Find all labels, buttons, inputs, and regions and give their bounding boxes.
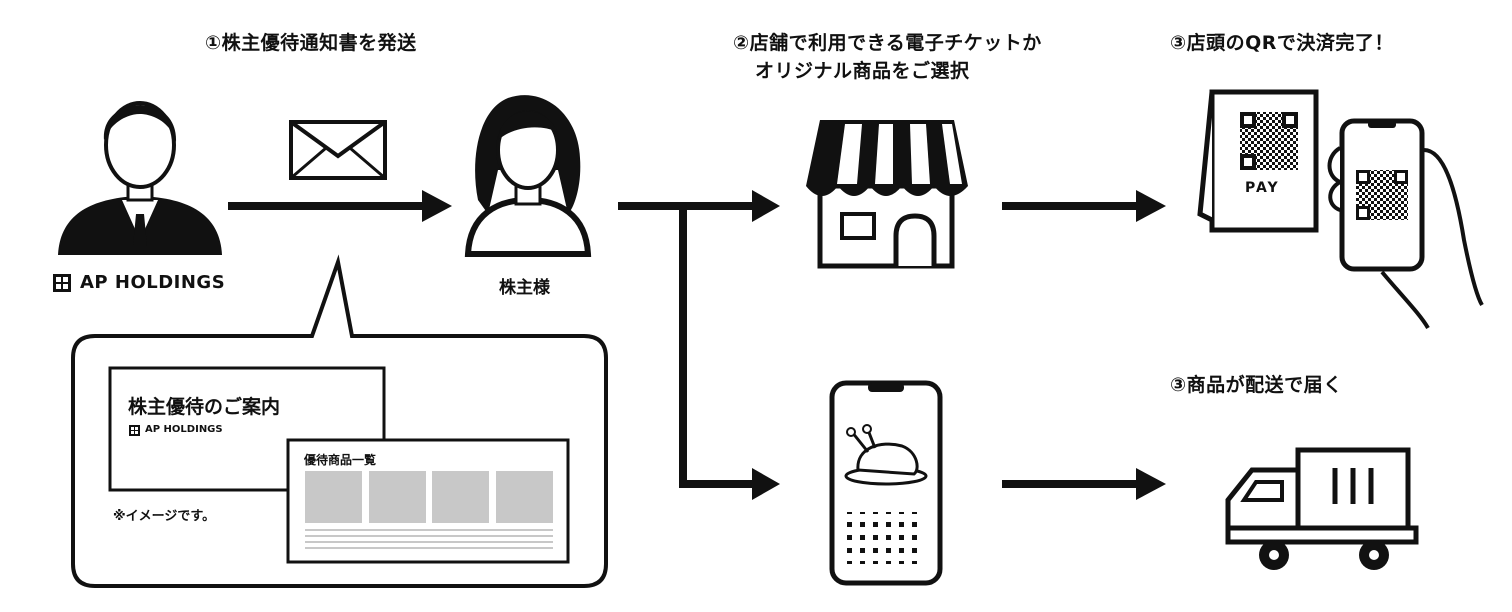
image-note: ※イメージです。 xyxy=(113,509,216,524)
notice-card-brand: AP HOLDINGS xyxy=(145,424,223,435)
pay-label: PAY xyxy=(1245,180,1280,196)
step3-store-label: ③店頭のQRで決済完了！ xyxy=(1170,32,1394,54)
step1-label: ①株主優待通知書を発送 xyxy=(205,32,417,54)
ap-holdings-logo-icon xyxy=(53,274,71,292)
arrow-to-delivery xyxy=(1002,468,1166,500)
notice-card-title: 株主優待のご案内 xyxy=(128,396,281,418)
company-name: AP HOLDINGS xyxy=(80,272,226,293)
qr-pay-stand-icon xyxy=(1197,89,1319,233)
delivery-truck-icon xyxy=(1225,447,1419,570)
step2-label-line2: オリジナル商品をご選択 xyxy=(755,60,970,82)
product-catalog-sheet xyxy=(286,438,570,564)
arrow-to-shareholder xyxy=(228,190,452,222)
arrow-to-qr-payment xyxy=(1002,190,1166,222)
shareholder-woman-icon xyxy=(464,95,592,257)
branch-arrows xyxy=(618,190,780,500)
step3-delivery-label: ③商品が配送で届く xyxy=(1170,374,1343,396)
smartphone-qr-icon xyxy=(1327,118,1484,330)
step2-label-line1: ②店舗で利用できる電子チケットか xyxy=(733,32,1042,54)
smartphone-product-icon xyxy=(829,380,943,586)
store-icon xyxy=(806,120,968,269)
catalog-title: 優待商品一覧 xyxy=(304,453,377,467)
businessman-icon xyxy=(58,101,222,255)
shareholder-label: 株主様 xyxy=(499,278,550,298)
envelope-icon xyxy=(289,120,387,180)
